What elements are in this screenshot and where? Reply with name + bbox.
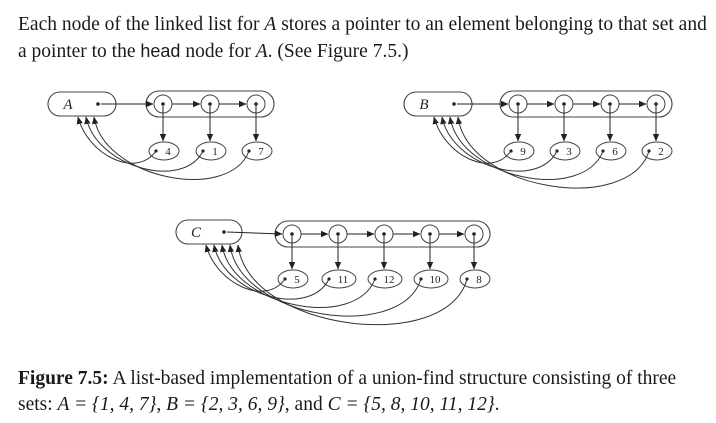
element-node [321,269,357,289]
element-node [413,269,449,289]
node-dot [208,102,212,106]
element-label: 11 [338,274,349,286]
element-label: 8 [476,274,482,286]
set-back-pointer [91,116,250,180]
element-node [195,141,227,161]
element-label: 1 [212,146,218,158]
node-dot [382,232,386,236]
caption-set-a: A = {1, 4, 7} [57,394,157,415]
pointer-dot [452,102,456,106]
caption-sep-2: , and [284,394,328,415]
pointer-dot [222,230,226,234]
para-text-4: . (See Figure 7.5.) [267,41,409,62]
para-set-a-2: A [255,41,268,62]
caption-label: Figure 7.5: [18,368,109,389]
element-label: 3 [566,146,572,158]
element-node [503,141,535,161]
caption-text: A list-based implementation of a union-f… [18,368,677,415]
element-label: 5 [294,274,300,286]
element-label: 4 [165,146,171,158]
set-c-label: C [191,225,202,241]
set-back-pointer [204,244,286,292]
set-back-pointer [235,244,468,326]
set-c-group: C 5 11 12 10 8 [175,219,491,326]
node-dot [608,102,612,106]
set-b-label: B [419,97,428,113]
set-back-pointer [447,116,604,180]
pointer-dot [96,102,100,106]
set-back-pointer [227,244,422,317]
element-node [277,269,309,289]
element-node [549,141,581,161]
para-text-3: node for [180,41,256,62]
set-back-pointer [455,116,650,189]
node-dot [562,102,566,106]
set-b-group: B 9 3 6 2 [403,90,673,189]
para-text-1: Each node of the linked list for [18,14,265,35]
caption-set-b: B = {2, 3, 6, 9} [166,394,285,415]
para-text-2: stores a pointer to an element belonging… [18,14,707,62]
element-node [595,141,627,161]
caption-sep-1: , [156,394,167,415]
node-dot [428,232,432,236]
node-dot [516,102,520,106]
node-dot [336,232,340,236]
body-paragraph: Each node of the linked list for A store… [18,12,708,65]
element-node [367,269,403,289]
set-back-pointer [219,244,376,308]
element-label: 7 [258,146,264,158]
element-node [241,141,273,161]
figure-caption: Figure 7.5: A list-based implementation … [18,366,708,418]
para-head-term: head [140,41,181,61]
set-back-pointer [432,116,512,164]
caption-end: . [494,394,500,415]
node-dot [472,232,476,236]
node-dot [290,232,294,236]
set-back-pointer [84,116,204,172]
head-pointer-arrow [226,230,283,237]
element-node [459,269,491,289]
set-back-pointer [76,116,157,164]
element-node [148,141,180,161]
element-label: 9 [520,146,526,158]
element-label: 2 [658,146,664,158]
caption-set-c: C = {5, 8, 10, 11, 12} [327,394,495,415]
element-label: 12 [384,274,395,286]
element-node [641,141,673,161]
element-label: 10 [430,274,442,286]
para-set-a: A [264,14,277,35]
node-dot [654,102,658,106]
node-dot [161,102,165,106]
set-a-label: A [62,97,73,113]
element-label: 6 [612,146,618,158]
set-c-header [175,219,243,245]
set-a-group: A 4 1 7 [47,90,275,180]
node-dot [254,102,258,106]
